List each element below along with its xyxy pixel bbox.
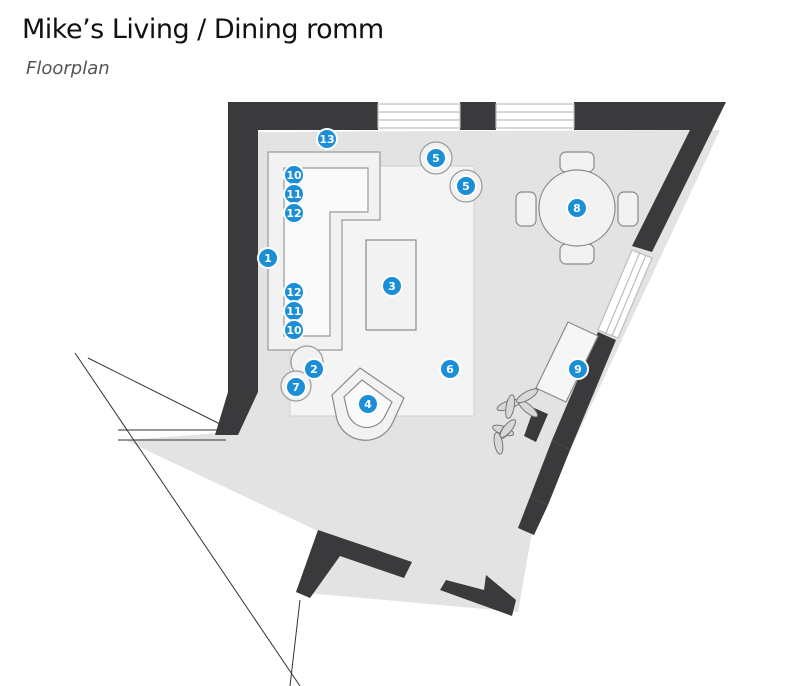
marker-circle — [566, 197, 588, 219]
marker-lamp: 13 — [316, 128, 338, 150]
marker-rug: 6 — [439, 358, 461, 380]
walls — [215, 102, 726, 616]
marker-cushion: 11 — [283, 300, 305, 322]
marker-circle — [303, 358, 325, 380]
marker-cushion: 12 — [283, 281, 305, 303]
page-subtitle: Floorplan — [26, 58, 110, 79]
marker-label: 11 — [286, 188, 301, 201]
marker-cushion: 12 — [283, 202, 305, 224]
marker-label: 12 — [286, 286, 301, 299]
marker-circle — [381, 275, 403, 297]
windows — [377, 103, 653, 339]
marker-label: 4 — [364, 398, 372, 411]
marker-label: 13 — [319, 133, 334, 146]
marker-circle — [425, 147, 447, 169]
marker-circle — [283, 202, 305, 224]
marker-cushion: 10 — [283, 164, 305, 186]
marker-label: 8 — [573, 202, 581, 215]
marker-dining-table: 8 — [566, 197, 588, 219]
marker-label: 2 — [310, 363, 318, 376]
marker-side-table: 7 — [285, 376, 307, 398]
marker-circle — [357, 393, 379, 415]
marker-armchair: 4 — [357, 393, 379, 415]
marker-circle — [439, 358, 461, 380]
marker-sideboard: 9 — [567, 358, 589, 380]
marker-circle — [257, 247, 279, 269]
marker-cushion: 10 — [283, 319, 305, 341]
marker-stool: 5 — [425, 147, 447, 169]
marker-coffee-table: 3 — [381, 275, 403, 297]
marker-stool: 5 — [455, 175, 477, 197]
marker-label: 7 — [292, 381, 300, 394]
marker-label: 3 — [388, 280, 396, 293]
marker-label: 12 — [286, 207, 301, 220]
marker-label: 5 — [462, 180, 470, 193]
marker-circle — [455, 175, 477, 197]
marker-label: 6 — [446, 363, 454, 376]
marker-sofa: 1 — [257, 247, 279, 269]
marker-label: 11 — [286, 305, 301, 318]
marker-circle — [285, 376, 307, 398]
marker-label: 1 — [264, 252, 272, 265]
marker-label: 9 — [574, 363, 582, 376]
exterior-lines — [74, 352, 301, 686]
sideboard — [535, 321, 599, 403]
marker-circle — [283, 319, 305, 341]
marker-label: 10 — [286, 324, 302, 337]
marker-side-table: 2 — [303, 358, 325, 380]
marker-label: 5 — [432, 152, 440, 165]
marker-label: 10 — [286, 169, 302, 182]
marker-circle — [567, 358, 589, 380]
marker-circle — [316, 128, 338, 150]
plant — [492, 388, 539, 455]
page-title: Mike’s Living / Dining romm — [22, 14, 384, 45]
marker-cushion: 11 — [283, 183, 305, 205]
